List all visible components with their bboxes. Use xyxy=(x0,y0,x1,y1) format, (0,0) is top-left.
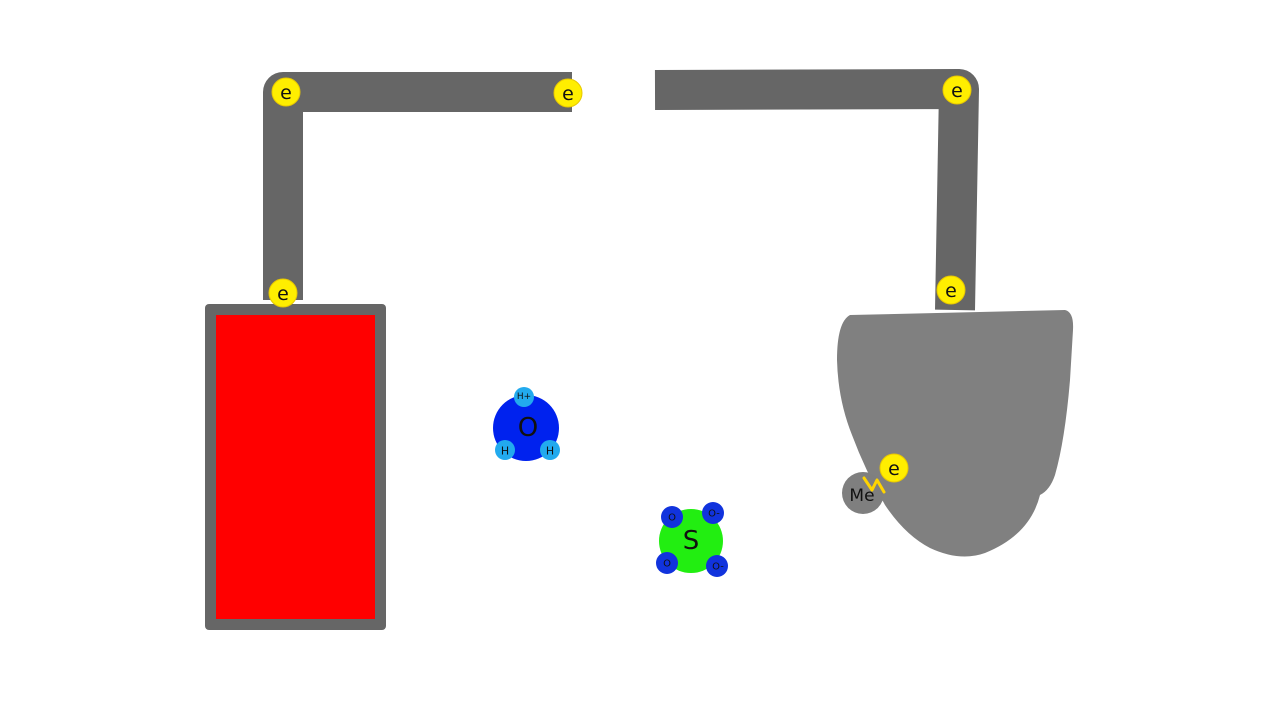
sulfate-oxygen-atom xyxy=(702,502,724,524)
sulfate-oxygen-label: O xyxy=(663,559,671,570)
electron-label: e xyxy=(562,83,574,105)
electron-label: e xyxy=(888,458,900,480)
sulfate-oxygen-label: O xyxy=(668,513,676,524)
electron-label: e xyxy=(951,80,963,102)
metal-atom-label: Me xyxy=(849,486,874,506)
sulfate-oxygen-label: O- xyxy=(708,509,720,520)
spark-icon xyxy=(862,476,886,494)
right-wire xyxy=(654,69,979,311)
metal-atom: Me xyxy=(842,472,884,514)
battery-body xyxy=(216,315,375,619)
electron: e xyxy=(268,278,298,308)
electron-label: e xyxy=(945,280,957,302)
electron: e xyxy=(936,275,966,305)
right-wire-path xyxy=(654,69,979,311)
metal-electrode xyxy=(837,310,1074,557)
water-oxygen-label: O xyxy=(518,413,538,443)
water-hydrogen-atom xyxy=(540,440,560,460)
sulfate-oxygen-atom xyxy=(661,506,683,528)
electron-label: e xyxy=(280,82,292,104)
water-hydrogen-label: H xyxy=(501,445,509,458)
water-hydrogen-atom xyxy=(514,387,534,407)
electron: e xyxy=(879,453,909,483)
water-hydrogen-label: H xyxy=(546,445,554,458)
metal-atom-circle xyxy=(842,472,884,514)
electron: e xyxy=(942,75,972,105)
sulfate-sulfur-label: S xyxy=(683,526,700,556)
left-wire-path xyxy=(263,72,572,300)
metal-electrode-blob xyxy=(837,310,1074,557)
electron-label: e xyxy=(277,283,289,305)
electron: e xyxy=(553,78,583,108)
water-hydrogen-atom xyxy=(495,440,515,460)
water-molecule: O H+ H H xyxy=(493,387,560,461)
water-hydrogen-label: H+ xyxy=(517,392,531,402)
electron: e xyxy=(271,77,301,107)
sulfate-oxygen-atom xyxy=(656,552,678,574)
left-wire xyxy=(263,72,572,300)
sulfate-oxygen-label: O- xyxy=(712,562,724,573)
sulfate-oxygen-atom xyxy=(706,555,728,577)
sulfate-ion: S O O- O O- xyxy=(656,502,728,577)
battery xyxy=(205,304,386,630)
